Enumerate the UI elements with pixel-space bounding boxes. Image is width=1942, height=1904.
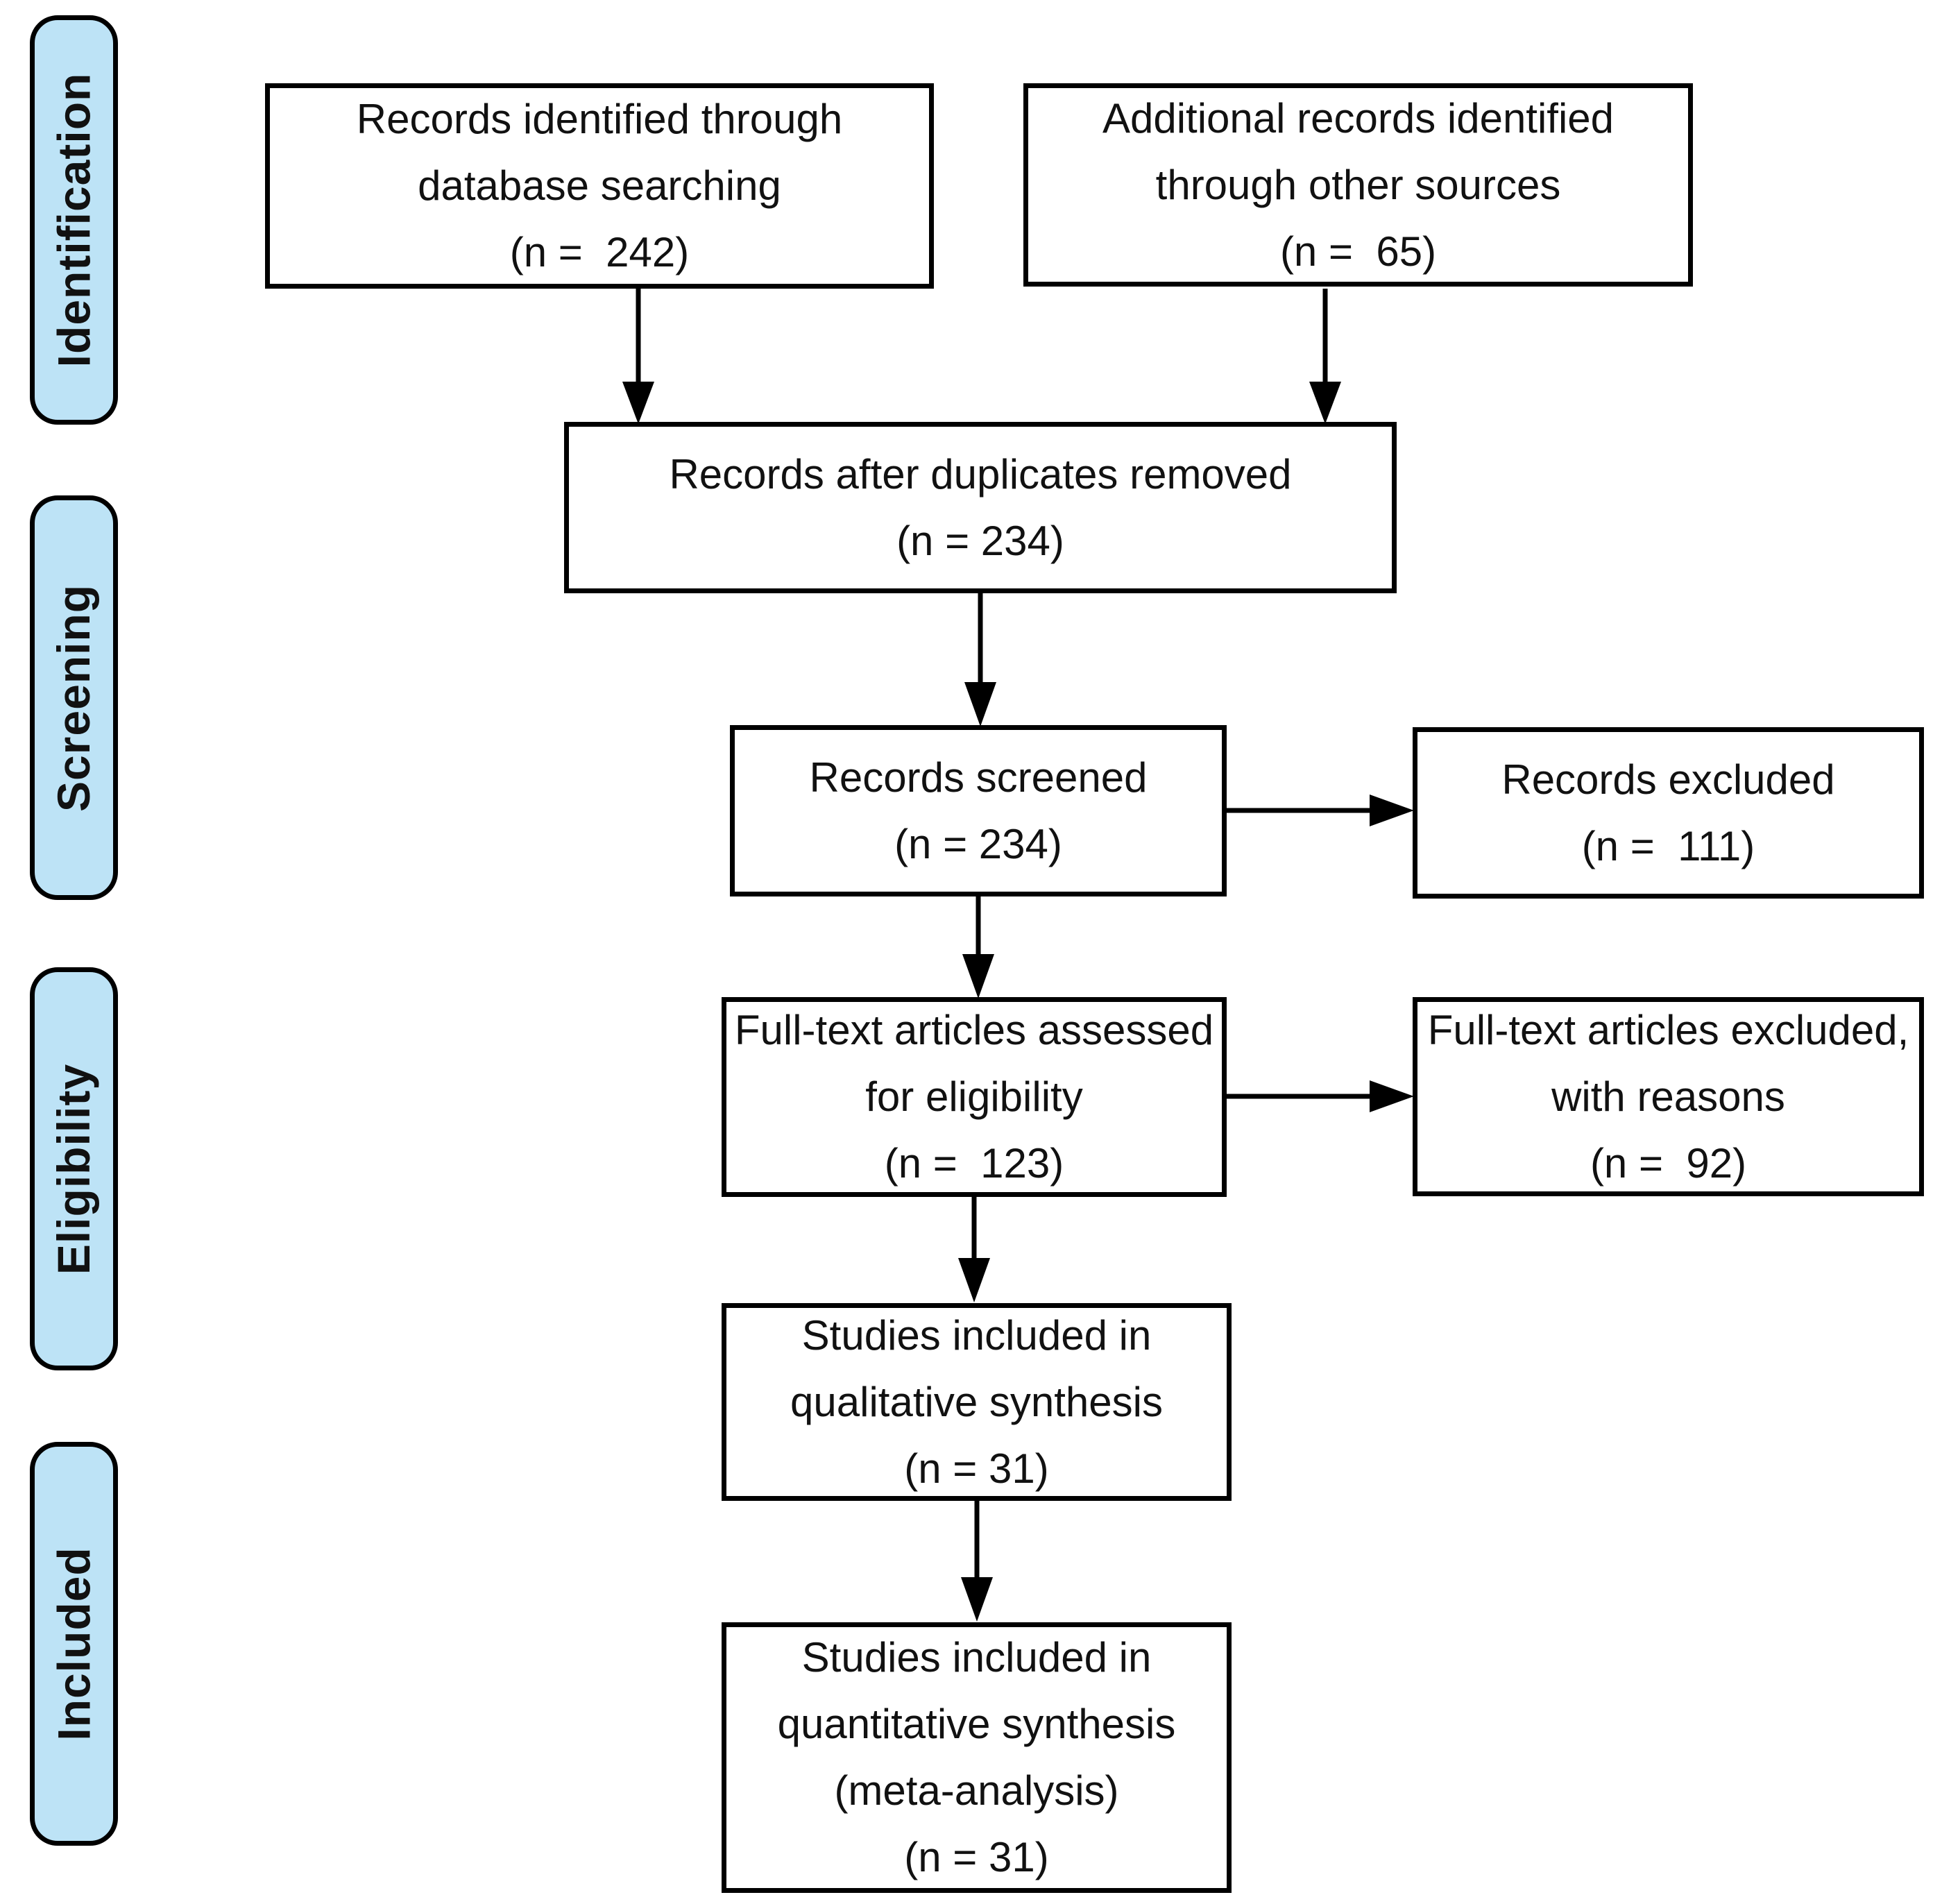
box-text: Studies included in (801, 1634, 1152, 1681)
box-fulltext-excluded: Full-text articles excluded, with reason… (1413, 997, 1924, 1196)
box-text: Studies included in (801, 1311, 1152, 1359)
stage-label-text: Screening (48, 584, 100, 812)
box-text: Records identified through (356, 96, 843, 142)
box-text: database searching (418, 162, 781, 209)
stage-label-text: Included (48, 1547, 100, 1741)
box-count: (n = 123) (884, 1140, 1064, 1187)
arrow-fulltext-to-fulltext-excluded (1225, 1080, 1414, 1112)
box-records-screened: Records screened (n = 234) (730, 725, 1227, 896)
box-qualitative-synthesis: Studies included in qualitative synthesi… (722, 1303, 1232, 1501)
box-count: (n = 31) (904, 1834, 1049, 1880)
box-records-excluded: Records excluded (n = 111) (1413, 727, 1924, 899)
box-count: (n = 65) (1279, 228, 1437, 275)
box-text: Records excluded (1501, 756, 1835, 803)
arrow-fulltext-to-qualitative (958, 1195, 990, 1302)
stage-label-included: Included (30, 1442, 118, 1846)
stage-label-text: Eligibility (48, 1063, 100, 1275)
box-text: Additional records identified (1102, 94, 1615, 142)
arrow-screened-to-excluded (1225, 794, 1414, 826)
box-additional-records: Additional records identified through ot… (1023, 83, 1693, 287)
box-text: qualitative synthesis (790, 1378, 1163, 1425)
box-text: quantitative synthesis (777, 1701, 1176, 1747)
box-text: (meta-analysis) (834, 1767, 1119, 1814)
stage-label-screening: Screening (30, 495, 118, 900)
box-count: (n = 111) (1581, 822, 1755, 869)
stage-label-text: Identification (48, 72, 100, 368)
stage-label-identification: Identification (30, 15, 118, 425)
arrow-qualitative-to-quantitative (961, 1499, 993, 1622)
box-count: (n = 234) (894, 820, 1062, 867)
box-duplicates-removed: Records after duplicates removed (n = 23… (564, 422, 1397, 593)
stage-label-eligibility: Eligibility (30, 967, 118, 1370)
box-records-identified: Records identified through database sear… (265, 83, 934, 289)
box-text: through other sources (1155, 161, 1561, 208)
arrow-identified-to-deduplicated (622, 289, 654, 424)
arrow-additional-to-deduplicated (1309, 289, 1341, 424)
box-text: Full-text articles excluded, (1427, 1006, 1909, 1053)
box-count: (n = 242) (509, 229, 690, 275)
arrow-screened-to-fulltext (962, 895, 994, 998)
box-text: Records screened (809, 754, 1148, 801)
box-count: (n = 92) (1590, 1139, 1747, 1187)
box-text: for eligibility (865, 1073, 1083, 1120)
arrow-deduplicated-to-screened (964, 592, 996, 726)
box-count: (n = 31) (904, 1445, 1049, 1492)
box-count: (n = 234) (896, 517, 1064, 564)
box-text: Full-text articles assessed (734, 1007, 1214, 1053)
box-quantitative-synthesis: Studies included in quantitative synthes… (722, 1622, 1232, 1893)
box-fulltext-assessed: Full-text articles assessed for eligibil… (722, 997, 1227, 1197)
box-text: Records after duplicates removed (669, 450, 1292, 498)
box-text: with reasons (1551, 1073, 1785, 1120)
